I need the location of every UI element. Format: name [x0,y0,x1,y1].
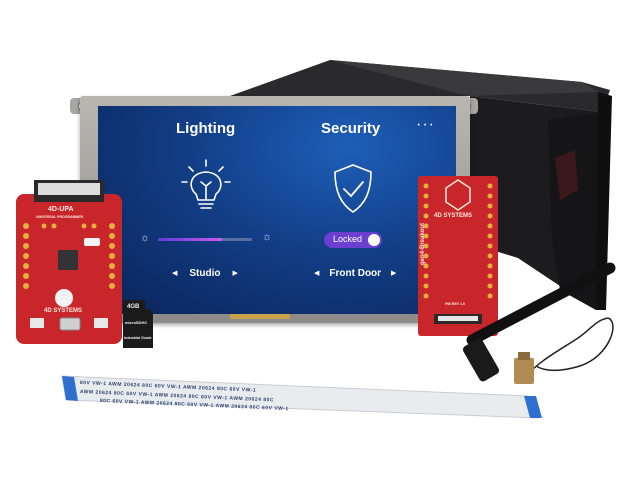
programmer-board-subtitle: UNIVERSAL PROGRAMMER [36,215,84,219]
room-selector-value: Studio [189,268,221,279]
programmer-board [16,180,122,344]
room-prev-arrow-icon[interactable]: ◀ [172,270,178,277]
display-flex-connector [230,314,290,319]
breakout-board [418,176,498,336]
ribbon-cable [61,375,542,419]
lock-toggle[interactable]: Locked [324,232,382,248]
lightbulb-icon [181,159,231,209]
brightness-slider[interactable] [158,238,252,241]
breakout-board-name: gen4-Breakout [420,222,426,265]
wifi-antenna [462,262,616,384]
shield-check-icon [334,164,372,213]
door-prev-arrow-icon[interactable]: ◀ [314,270,320,277]
room-next-arrow-icon[interactable]: ▶ [232,270,238,277]
programmer-board-brand: 4D SYSTEMS [44,308,83,314]
sd-card-capacity: 4GB [127,304,140,310]
breakout-board-revision: HW-REV 1.0 [445,302,465,306]
room-selector: ◀ Studio ▶ [172,268,238,279]
door-next-arrow-icon[interactable]: ▶ [391,270,397,277]
lighting-title: Lighting [176,120,236,137]
programmer-board-title: 4D-UPA [48,206,74,213]
brightness-slider-fill [158,238,222,241]
sd-card-grade: Industrial Grade [124,336,152,340]
sd-card-type: microSDHC [125,320,148,325]
ellipsis-icon[interactable]: ··· [416,116,435,133]
door-selector: ◀ Front Door ▶ [314,268,396,279]
brightness-high-icon: ☼ [262,231,273,243]
brightness-low-icon: ☼ [140,232,151,244]
breakout-board-brand: 4D SYSTEMS [434,213,473,219]
microsd-card [123,300,153,348]
security-title: Security [321,120,381,137]
door-selector-value: Front Door [329,268,382,279]
lock-toggle-label: Locked [333,234,363,244]
lock-toggle-knob [368,234,380,246]
display-screen: Lighting Security ··· ☼ ☼ Locked ◀ Studio… [98,106,456,314]
